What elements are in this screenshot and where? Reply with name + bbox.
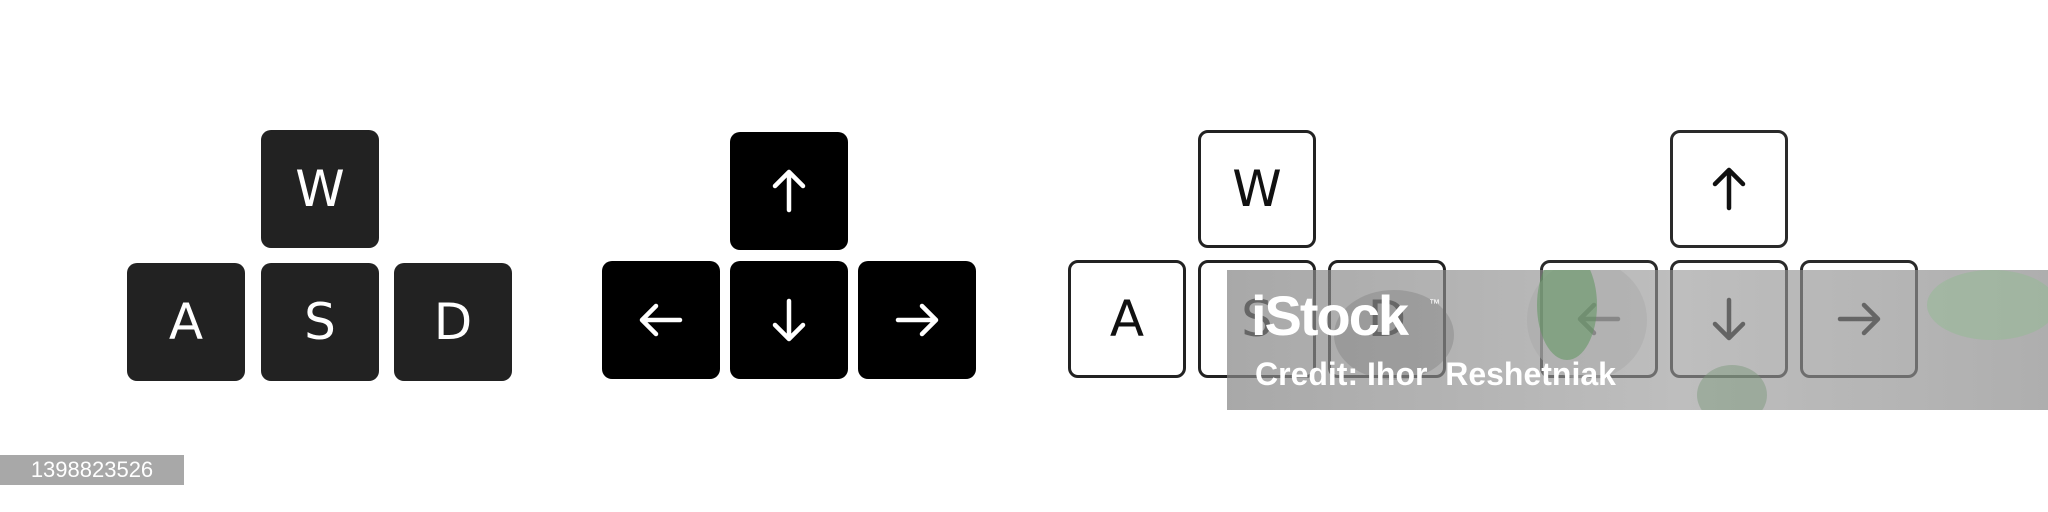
left-arrow-icon bbox=[639, 303, 683, 337]
key-right-solid bbox=[858, 261, 976, 379]
image-id-label: 1398823526 bbox=[0, 455, 184, 485]
key-label: W bbox=[1232, 160, 1282, 218]
key-a-solid: A bbox=[127, 263, 245, 381]
watermark-banner: iStock ™ Credit: Ihor Reshetniak bbox=[1227, 270, 2048, 410]
key-left-solid bbox=[602, 261, 720, 379]
key-label: W bbox=[295, 160, 345, 218]
key-d-solid: D bbox=[394, 263, 512, 381]
watermark-logo: iStock bbox=[1251, 284, 1409, 347]
watermark-blob bbox=[1697, 365, 1767, 410]
down-arrow-icon bbox=[772, 298, 806, 342]
watermark-blob bbox=[1537, 270, 1597, 360]
key-w-solid: W bbox=[261, 130, 379, 248]
right-arrow-icon bbox=[895, 303, 939, 337]
up-arrow-icon bbox=[772, 169, 806, 213]
key-label: D bbox=[433, 293, 473, 351]
key-label: S bbox=[304, 293, 336, 351]
key-up-solid bbox=[730, 132, 848, 250]
watermark-trademark: ™ bbox=[1429, 298, 1440, 310]
watermark-credit: Credit: Ihor Reshetniak bbox=[1255, 356, 1616, 392]
key-a-outline: A bbox=[1068, 260, 1186, 378]
watermark-blob bbox=[1334, 290, 1454, 380]
key-label: A bbox=[1109, 290, 1145, 348]
key-w-outline: W bbox=[1198, 130, 1316, 248]
key-down-solid bbox=[730, 261, 848, 379]
key-up-outline bbox=[1670, 130, 1788, 248]
key-s-solid: S bbox=[261, 263, 379, 381]
key-label: A bbox=[168, 293, 204, 351]
watermark-blob bbox=[1927, 270, 2048, 340]
up-arrow-icon bbox=[1712, 167, 1746, 211]
